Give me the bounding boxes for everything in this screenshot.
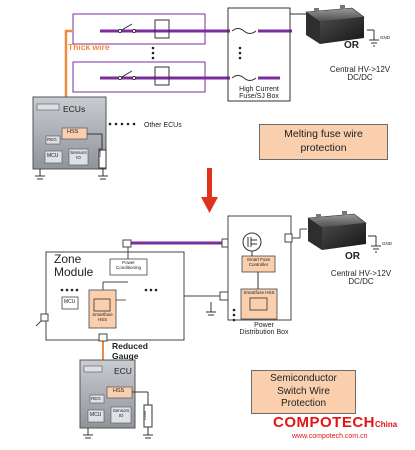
melting-fuse-caption: Melting fuse wire protection [259,124,388,160]
compotech-brand-text: COMPOTECH [273,414,375,431]
top-ecu-ground [35,168,108,180]
bottom-sensors-box [110,406,132,424]
power-conditioning-label: Power Conditioning [115,260,142,270]
bottom-mcu-label: MCU [90,412,102,418]
thick-wire-label: Thick wire [68,42,110,52]
top-gnd-symbol [367,29,379,47]
top-mcu-box [44,150,63,164]
smartfuse-hss2-label: Smartfuse HSS [243,290,275,295]
zone-left-connector [35,313,49,327]
bottom-reg-box [89,394,105,404]
top-or-label: OR [344,40,359,51]
fuse-box-label: High Current Fuse/SJ Box [239,86,279,101]
top-purple-wires [100,29,292,80]
semiconductor-caption: Semiconductor Switch Wire Protection [251,370,356,414]
bottom-ecu-title: ECU [114,366,132,376]
bottom-central-label: Central HV->12V DC/DC [330,269,392,287]
compotech-brand: COMPOTECHChina [273,414,397,431]
zone-mcu-label: MCU [64,299,76,305]
smartfuse-hss-box [88,289,117,329]
smart-fuse-controller-label: Smart Fuse Controller [246,257,271,267]
top-switch-box [154,19,170,39]
top-sensors-label: Sensors IO [70,150,87,160]
bottom-gnd-symbol [368,235,381,253]
top-mcu-label: MCU [47,153,59,159]
top-ecu-dots [108,122,136,126]
top-switches [117,23,137,81]
bottom-reg-label: REG [91,396,101,401]
melting-fuse-caption-text: Melting fuse wire protection [284,128,363,154]
top-load-label: Load [97,148,102,157]
bottom-load-label: Load [142,411,147,420]
smartfuse-hss2-box [240,288,278,320]
bottom-or-label: OR [345,251,360,262]
top-thick-wire [64,29,73,104]
zone-module-title: Zone Module [54,252,94,280]
smartfuse-hss-label: Smartfuse HSS [92,312,113,322]
bottom-mcu-box [87,409,105,423]
semiconductor-caption-text: Semiconductor Switch Wire Protection [270,373,337,410]
power-distribution-label: Power Distribution Box [239,322,289,337]
reduced-gauge-label: Reduced Gauge [112,341,148,361]
pdb-ground [206,302,216,316]
bottom-ecu-ground [83,427,153,439]
top-reg-box [45,135,61,145]
bottom-sensors-label: Sensors IO [112,408,130,418]
compotech-url: www.compotech.com.cn [292,433,368,440]
top-central-label: Central HV->12V DC/DC [329,65,391,83]
top-vertical-dots [151,46,242,60]
top-gnd-label: GND [380,35,390,40]
top-sensors-box [68,148,89,166]
top-ecu-inf [36,103,60,111]
top-switch-box-2 [154,66,170,86]
top-fuse-symbols [231,28,257,81]
top-diagram [32,5,379,180]
mosfet-icon [242,232,262,252]
bottom-diagram [35,211,381,439]
top-purple-groups [72,13,206,93]
bottom-battery-icon [307,211,367,250]
top-battery-icon [305,5,365,44]
top-ecus-title: ECUs [63,104,86,114]
top-reg-label: REG [47,137,57,142]
zone-dots [60,288,158,292]
bottom-gnd-label: GND [382,241,392,246]
zone-mcu-box [61,296,79,310]
bottom-hss-label: HSS [113,388,125,394]
compotech-brand-suffix: China [375,420,398,429]
top-hss-label: HSS [67,129,79,135]
pdb-dots [232,308,236,322]
transition-arrow [201,168,218,213]
other-ecus-label: Other ECUs [144,122,182,129]
